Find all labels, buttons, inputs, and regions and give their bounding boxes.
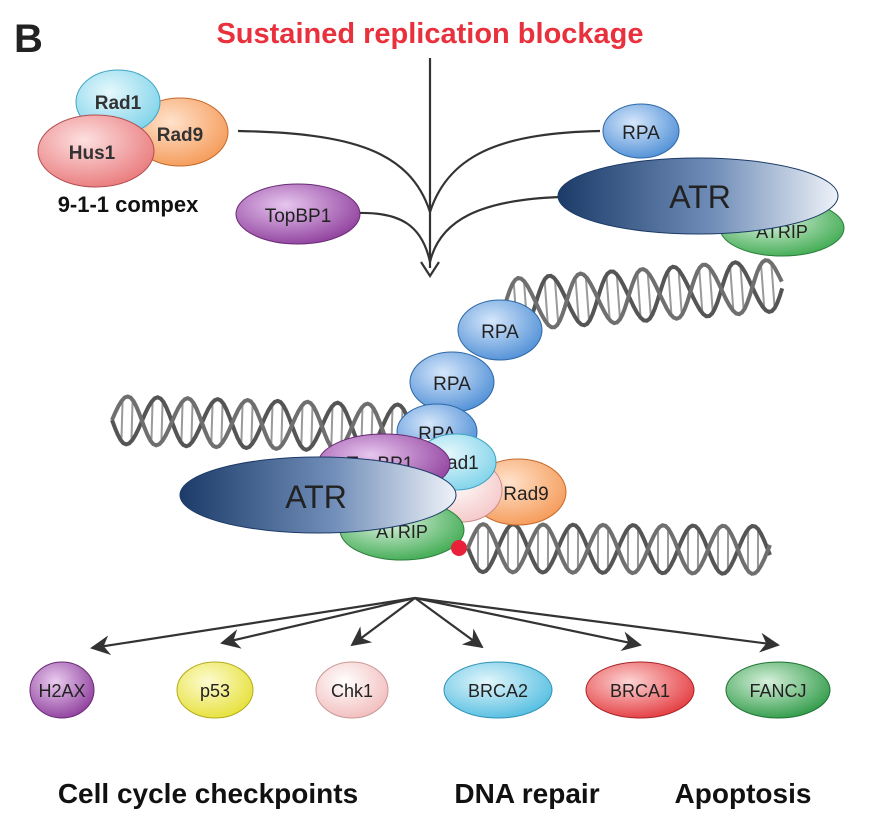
rad1-label: Rad1 — [95, 93, 142, 114]
dna-rung — [151, 400, 152, 442]
connector-atr — [430, 197, 560, 262]
dna-lower-right — [468, 524, 770, 574]
dna-rung — [331, 406, 332, 448]
topbp1-top: TopBP1 — [236, 184, 360, 244]
connector-topbp1 — [358, 213, 430, 262]
dna-backbone — [468, 524, 770, 574]
dna-rung — [241, 403, 242, 445]
dna-rung — [121, 400, 122, 442]
arrow-to-h2ax — [92, 598, 415, 648]
dna-rung — [301, 405, 302, 447]
dna-upper-right — [505, 260, 782, 330]
p53-label: p53 — [200, 681, 230, 701]
outcome-apoptosis: Apoptosis — [675, 778, 812, 809]
h2ax-label: H2AX — [38, 681, 85, 701]
dna-rung — [211, 402, 212, 444]
dna-rung — [251, 403, 252, 445]
atr-top-label: ATR — [669, 179, 731, 215]
target-proteins: H2AX p53 Chk1 BRCA2 BRCA1 FANCJ — [30, 662, 830, 718]
dna-rung — [191, 402, 192, 444]
rad9-bound-label: Rad9 — [503, 484, 548, 505]
fancj-label: FANCJ — [749, 681, 806, 701]
dna-rung — [181, 401, 182, 443]
atr-bound-label: ATR — [285, 479, 347, 515]
outcome-cell-cycle: Cell cycle checkpoints — [58, 778, 358, 809]
damage-site-dot — [451, 540, 467, 556]
complex-911: Rad1 Rad9 Hus1 9-1-1 compex — [38, 70, 228, 217]
dna-rung — [281, 404, 282, 446]
hus1-label: Hus1 — [69, 143, 116, 164]
dna-rung — [311, 405, 312, 447]
chk1-label: Chk1 — [331, 681, 373, 701]
outcomes: Cell cycle checkpoints DNA repair Apopto… — [58, 778, 812, 809]
topbp1-top-label: TopBP1 — [265, 206, 332, 227]
atr-complex-top: ATRIP ATR — [558, 158, 844, 256]
brca1-label: BRCA1 — [610, 681, 670, 701]
brca2-label: BRCA2 — [468, 681, 528, 701]
outcome-dna-repair: DNA repair — [454, 778, 599, 809]
dna-rung — [161, 401, 162, 443]
rpa-bound-1-label: RPA — [481, 322, 519, 343]
rpa-top-label: RPA — [622, 123, 660, 144]
dna-rung — [131, 400, 132, 442]
dna-rung — [221, 403, 222, 445]
title-text: Sustained replication blockage — [216, 18, 643, 50]
rpa-top: RPA — [603, 104, 679, 158]
complex-label: 9-1-1 compex — [58, 192, 199, 217]
dna-rung — [271, 404, 272, 446]
bound-complex: RPA RPA RPA Rad9 Rad1 TopBP1 ATRIP ATR — [180, 300, 566, 560]
rpa-bound-2-label: RPA — [433, 374, 471, 395]
panel-label: B — [14, 17, 43, 61]
branch-arrows — [92, 598, 778, 648]
rad9-label: Rad9 — [157, 125, 203, 146]
